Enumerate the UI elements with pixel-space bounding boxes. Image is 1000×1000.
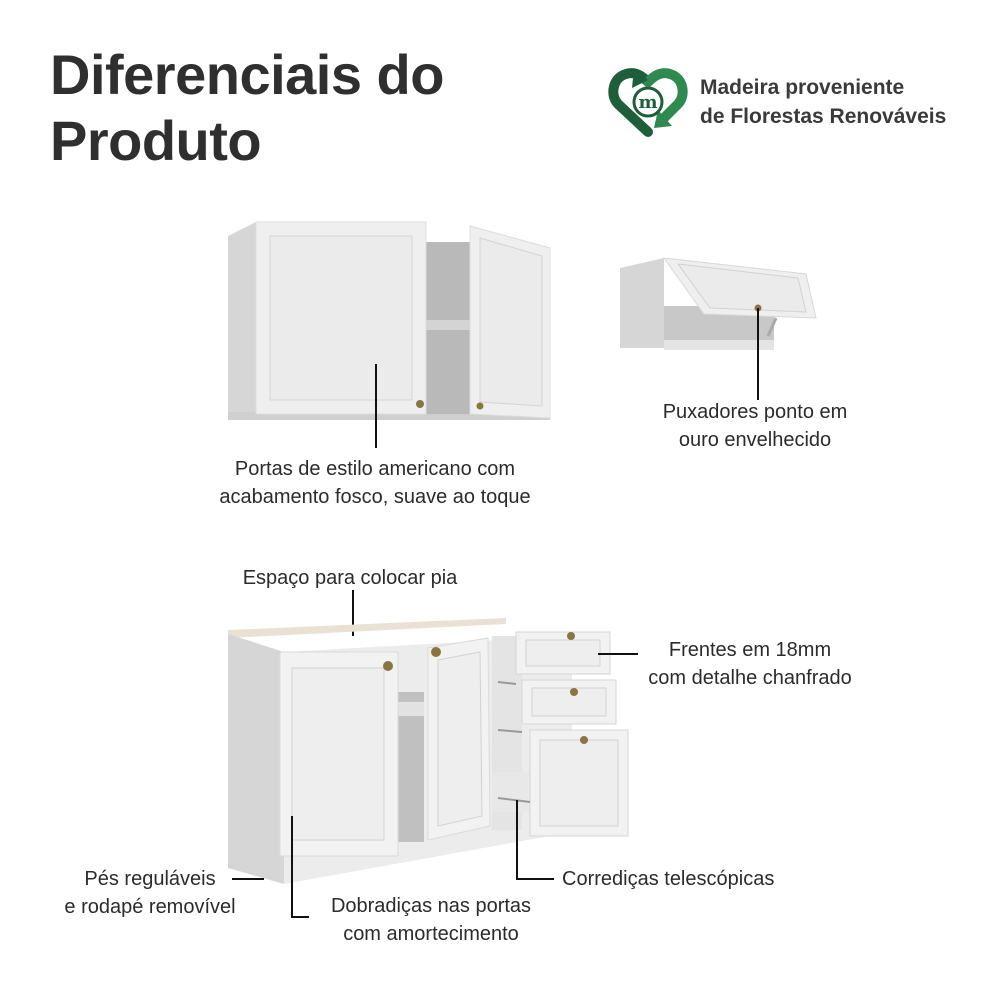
hinges-callout: Dobradiças nas portas com amortecimento <box>330 895 532 945</box>
svg-text:m: m <box>638 92 657 113</box>
badge-line-2: de Florestas Renováveis <box>700 105 947 128</box>
handles-leader-line <box>757 308 759 400</box>
recycle-heart-m-icon: m <box>608 66 688 138</box>
sink-leader-line <box>352 590 354 636</box>
hinges-leader-horizontal <box>291 916 309 918</box>
fronts-leader-line <box>598 653 638 655</box>
feet-callout: Pés reguláveis e rodapé removível <box>64 868 236 918</box>
renewable-wood-badge: m Madeira proveniente de Florestas Renov… <box>608 66 946 138</box>
sink-base-cabinet-image <box>226 612 630 884</box>
slides-leader-horizontal <box>516 878 554 880</box>
feet-leader-line <box>232 878 264 880</box>
title-line-1: Diferenciais do <box>50 43 444 106</box>
badge-line-1: Madeira proveniente <box>700 76 905 99</box>
slides-leader-vertical <box>516 800 518 880</box>
handles-callout: Puxadores ponto em ouro envelhecido <box>662 401 848 451</box>
fronts-callout: Frentes em 18mm com detalhe chanfrado <box>648 639 852 689</box>
title-line-2: Produto <box>50 109 262 172</box>
doors-callout: Portas de estilo americano com acabament… <box>219 458 531 508</box>
wall-cabinet-two-doors-image <box>226 220 556 426</box>
hinges-leader-vertical <box>291 816 293 918</box>
wall-cabinet-flip-door-image <box>618 256 818 356</box>
sink-space-callout: Espaço para colocar pia <box>242 567 458 589</box>
slides-callout: Corrediças telescópicas <box>562 868 775 890</box>
doors-leader-line <box>375 364 377 448</box>
page-title: Diferenciais do Produto <box>50 42 444 174</box>
